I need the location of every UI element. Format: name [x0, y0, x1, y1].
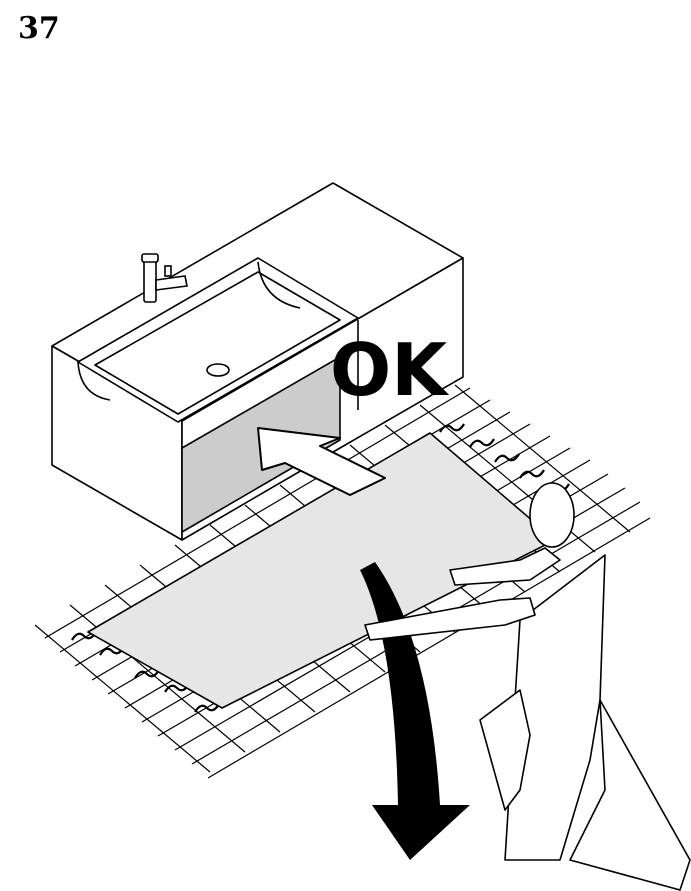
ok-label: OK [330, 328, 449, 412]
